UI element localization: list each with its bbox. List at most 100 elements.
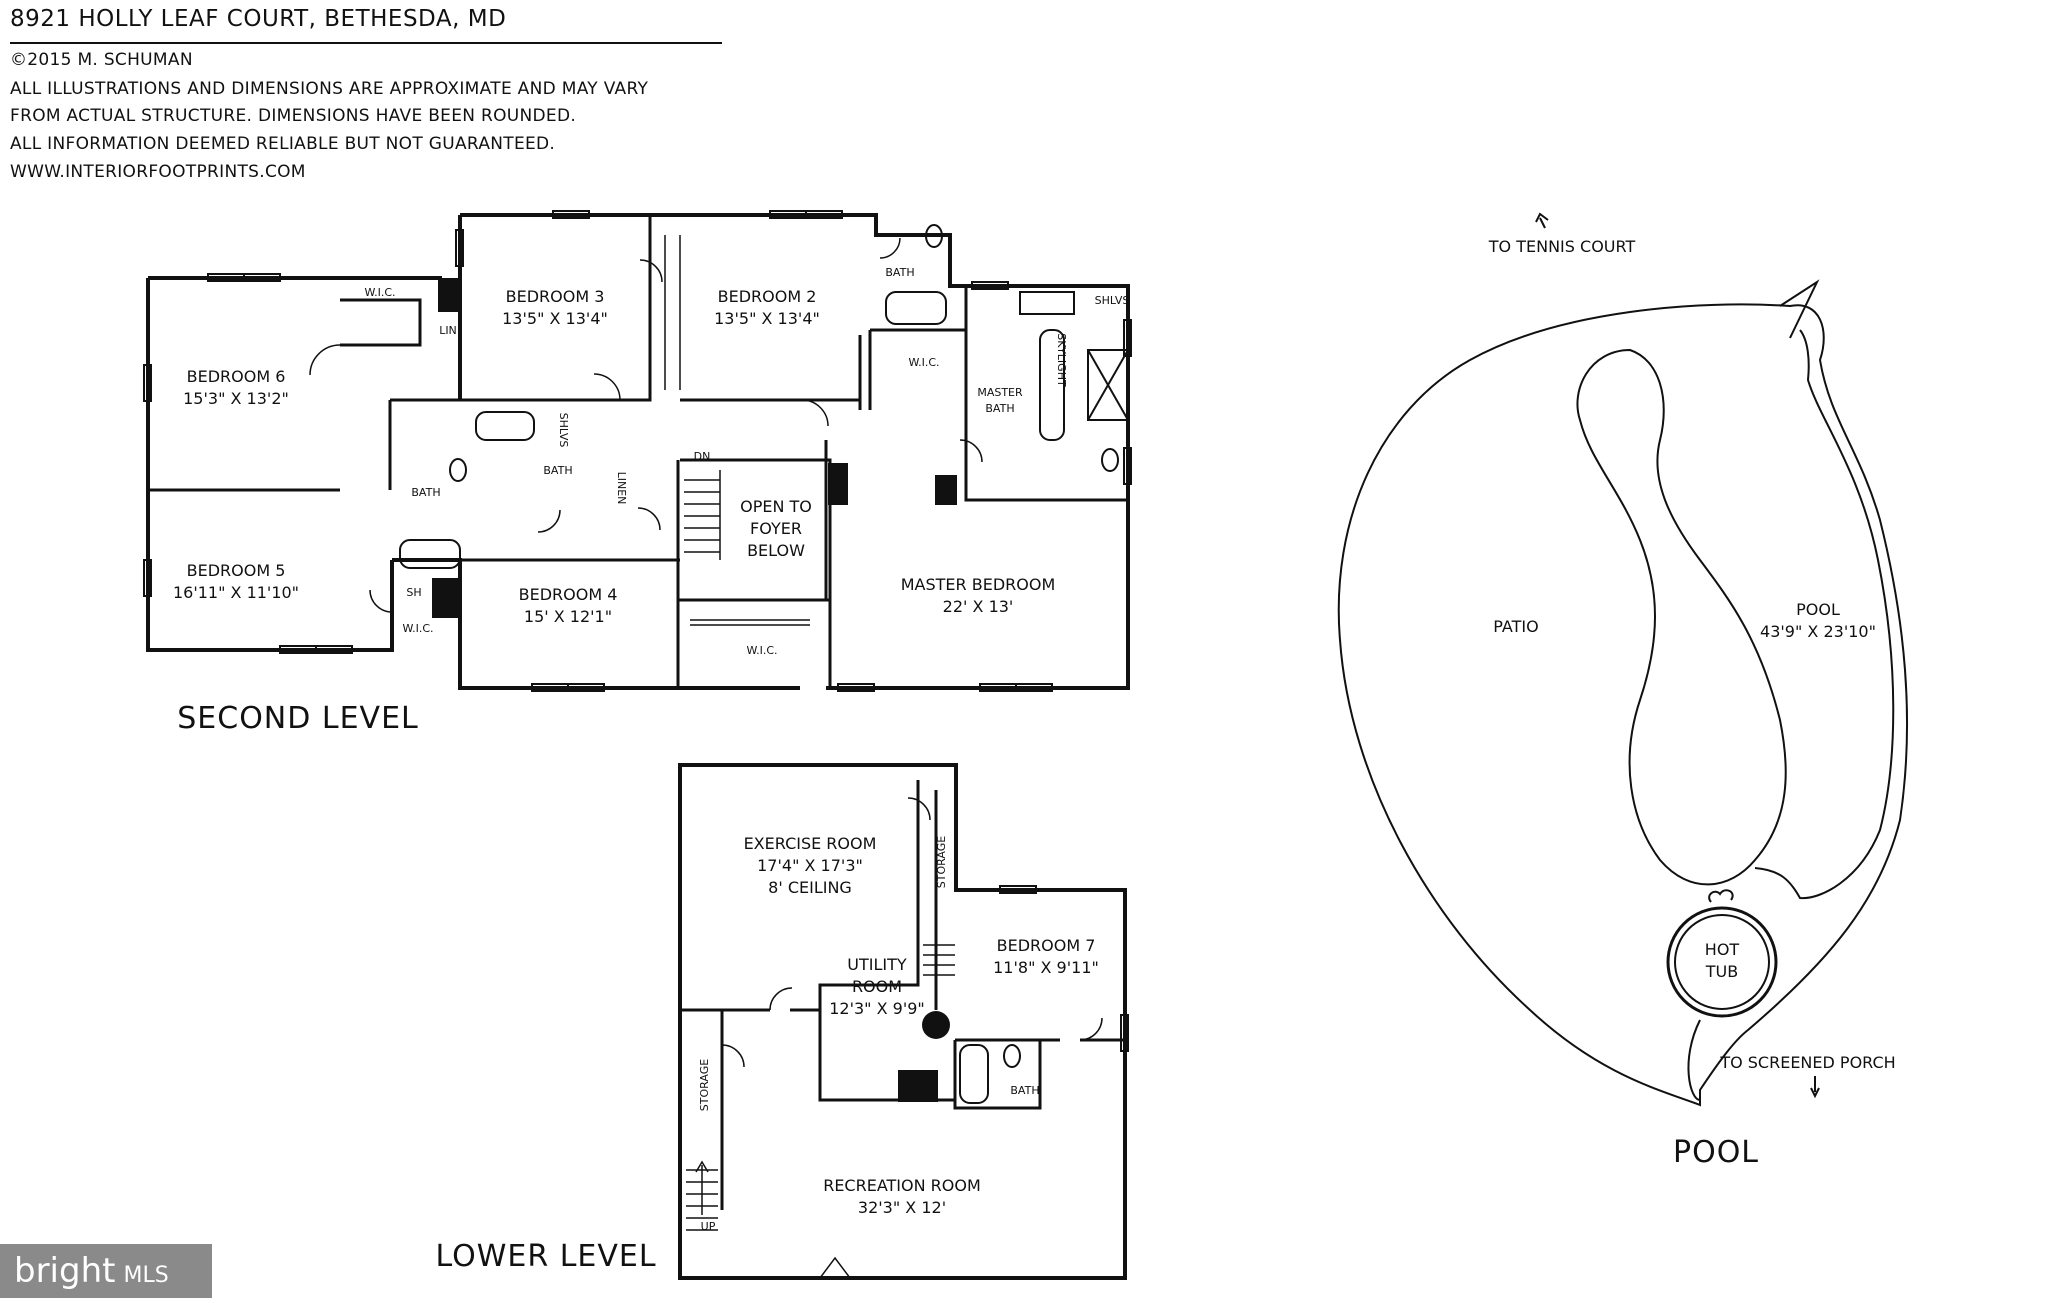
disclaimer-line-1: ALL ILLUSTRATIONS AND DIMENSIONS ARE APP… <box>10 79 649 99</box>
foyer-label-1: OPEN TO <box>740 497 812 516</box>
lower-bath-label: BATH <box>1010 1084 1039 1097</box>
bath-label-2: BATH <box>543 464 572 477</box>
shlvs-label-1: SHLVS <box>1095 294 1130 307</box>
north-wall <box>458 213 1130 500</box>
exercise-room-ceiling: 8' CEILING <box>768 878 852 897</box>
website-text: WWW.INTERIORFOOTPRINTS.COM <box>10 162 306 182</box>
utility-room-label-1: UTILITY <box>847 955 907 974</box>
tub-hall-bath <box>475 411 535 441</box>
master-bath-wall <box>964 286 1128 502</box>
bedroom6-dim: 15'3" X 13'2" <box>183 389 289 408</box>
bedroom3-dim: 13'5" X 13'4" <box>502 309 608 328</box>
toilet-bath2 <box>925 224 943 248</box>
bed3-bed2-divider <box>600 215 652 402</box>
vanity-master <box>1019 291 1075 315</box>
door-swings-lower <box>721 797 1103 1279</box>
exercise-room-dim: 17'4" X 17'3" <box>757 856 863 875</box>
chimney-block-3 <box>828 463 848 505</box>
toilet-master <box>1101 448 1119 472</box>
recreation-room-label: RECREATION ROOM <box>823 1176 981 1195</box>
arrow-up-stem <box>1539 217 1546 229</box>
second-level-title: SECOND LEVEL <box>177 701 419 736</box>
arrow-up-head <box>1535 212 1549 223</box>
bedroom7-dim: 11'8" X 9'11" <box>993 958 1099 977</box>
utility-room-label-2: ROOM <box>852 977 902 996</box>
lin-label: LIN <box>439 324 457 337</box>
storage-walls <box>916 780 938 1010</box>
watermark-brand: bright <box>14 1251 116 1291</box>
skylight-label: SKYLIGHT <box>1055 333 1068 387</box>
bath-label-3: BATH <box>411 486 440 499</box>
master-wic-wall <box>868 328 966 410</box>
wic-bed6-box <box>340 298 422 347</box>
furnace <box>898 1070 938 1102</box>
hot-tub-inner <box>1674 914 1770 1010</box>
lower-stair-steps-utility <box>923 944 955 976</box>
chimney-block-1 <box>440 278 460 312</box>
bedroom4-label: BEDROOM 4 <box>519 585 618 604</box>
lower-level-title: LOWER LEVEL <box>435 1239 656 1274</box>
door-swings-second-level <box>309 237 983 613</box>
chimney-block-4 <box>935 475 957 505</box>
stairs-lower <box>686 1160 718 1231</box>
exercise-room-label: EXERCISE ROOM <box>744 834 877 853</box>
hot-tub-outer <box>1666 906 1778 1018</box>
disclaimer-line-3: ALL INFORMATION DEEMED RELIABLE BUT NOT … <box>10 134 556 154</box>
recreation-room-dim: 32'3" X 12' <box>858 1198 946 1217</box>
wic-label-3: W.I.C. <box>402 622 433 635</box>
bedroom2-dim: 13'5" X 13'4" <box>714 309 820 328</box>
shlvs-label-2: SHLVS <box>557 413 570 448</box>
title-underline <box>10 42 722 44</box>
foyer-label-3: BELOW <box>747 541 805 560</box>
tennis-court-label: TO TENNIS COURT <box>1488 237 1636 256</box>
bedroom5-label: BEDROOM 5 <box>187 561 286 580</box>
sh-label: SH <box>406 586 421 599</box>
lower-bath-walls <box>953 1040 1042 1110</box>
screened-porch-label: TO SCREENED PORCH <box>1719 1053 1895 1072</box>
south-wall <box>392 500 1130 690</box>
window-bed7 <box>999 885 1037 894</box>
utility-room-dim: 12'3" X 9'9" <box>829 999 925 1018</box>
hot-tub-label-2: TUB <box>1705 962 1738 981</box>
tub-bath-west <box>399 539 461 569</box>
copyright-text: ©2015 M. SCHUMAN <box>10 50 193 70</box>
patio-walkway <box>1779 279 1820 339</box>
hot-tub-step <box>1708 889 1734 903</box>
master-bath-label-1: MASTER <box>977 386 1023 399</box>
disclaimer-line-2: FROM ACTUAL STRUCTURE. DIMENSIONS HAVE B… <box>10 106 577 126</box>
bedroom2-label: BEDROOM 2 <box>718 287 817 306</box>
tub-lower <box>959 1044 989 1104</box>
tub-bath2 <box>885 291 947 325</box>
lower-level-outline <box>678 763 1127 1280</box>
bedroom5-dim: 16'11" X 11'10" <box>173 583 299 602</box>
toilet-hall <box>449 458 467 482</box>
bedroom6-label: BEDROOM 6 <box>187 367 286 386</box>
water-heater <box>922 1011 950 1039</box>
storage-label-1: STORAGE <box>935 836 948 888</box>
patio-label: PATIO <box>1493 617 1538 636</box>
wic-label-2: W.I.C. <box>908 356 939 369</box>
pool-dim: 43'9" X 23'10" <box>1760 622 1876 641</box>
storage-label-2: STORAGE <box>698 1059 711 1111</box>
pool-title: POOL <box>1673 1135 1759 1170</box>
chimney-block-2 <box>432 578 460 618</box>
patio-inner-edge <box>1754 329 1895 900</box>
stairs-second-level <box>684 470 721 560</box>
patio-outline <box>1337 303 1909 1107</box>
pool-outline <box>1576 348 1787 886</box>
wic-label-1: W.I.C. <box>364 286 395 299</box>
foyer-label-2: FOYER <box>750 519 802 538</box>
master-bedroom-dim: 22' X 13' <box>943 597 1014 616</box>
master-bedroom-label: MASTER BEDROOM <box>901 575 1056 594</box>
stair-enclosure <box>680 458 832 688</box>
up-label: UP <box>701 1220 716 1233</box>
hot-tub-label-1: HOT <box>1705 940 1740 959</box>
tub-master <box>1039 329 1065 441</box>
shower-master <box>1087 349 1129 421</box>
master-bath-label-2: BATH <box>985 402 1014 415</box>
porch-path <box>1687 1019 1701 1101</box>
plan-title: 8921 HOLLY LEAF COURT, BETHESDA, MD <box>10 6 507 32</box>
bedroom4-dim: 15' X 12'1" <box>524 607 612 626</box>
